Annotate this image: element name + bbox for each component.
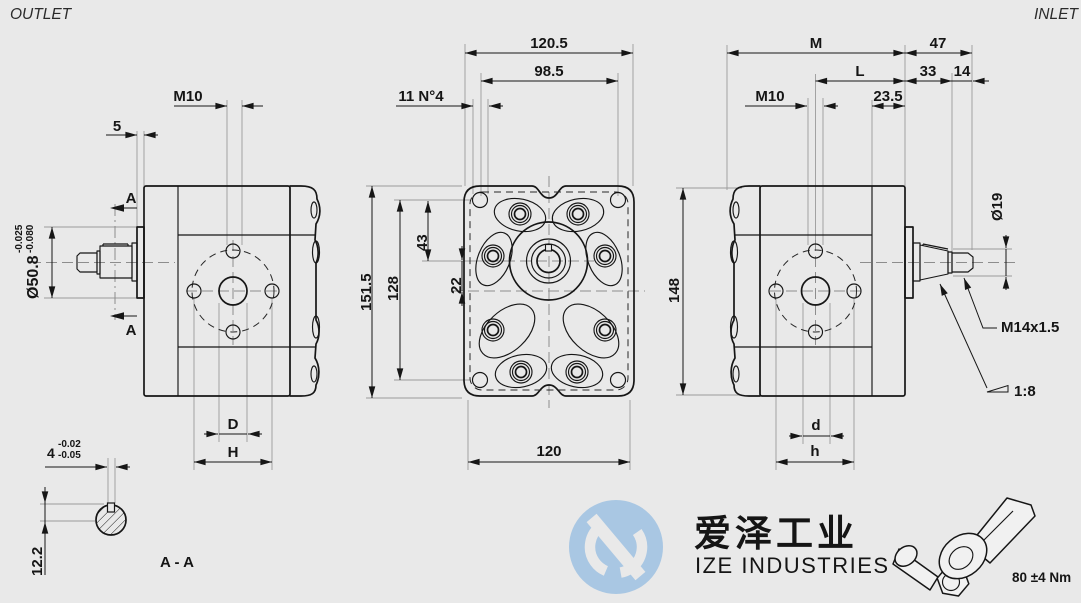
center-port-hole (218, 276, 248, 306)
dim-port-d: D (228, 416, 239, 433)
section-label: A - A (160, 554, 194, 571)
svg-text:128: 128 (385, 276, 402, 301)
outlet-dimensions: 5 M10 Ø50.8 -0.025 -0.080 A A D H (14, 88, 273, 466)
inlet-side-view: M 47 L 33 14 M10 23.5 148 Ø19 M14x1.5 (666, 35, 1059, 470)
dim-l: L (855, 63, 864, 80)
inlet-label: INLET (1034, 6, 1079, 23)
outlet-shaft (76, 226, 145, 299)
center-port-hole (800, 276, 831, 306)
dim-port-h-small: h (810, 443, 819, 460)
dim-120-5: 120.5 (530, 35, 568, 52)
dim-m10-outlet: M10 (173, 88, 202, 105)
dim-m: M (810, 35, 823, 52)
outlet-label: OUTLET (10, 6, 73, 23)
dim-23-5: 23.5 (873, 88, 902, 105)
dim-m10-inlet: M10 (755, 88, 784, 105)
dim-port-d-small: d (811, 417, 820, 434)
inlet-extension-lines (676, 45, 1015, 470)
dim-47: 47 (930, 35, 947, 52)
section-a-a: 4 -0.02 -0.05 12.2 A - A (29, 439, 194, 576)
svg-text:-0.025: -0.025 (14, 224, 25, 253)
svg-text:Ø19: Ø19 (989, 193, 1006, 221)
outlet-side-view: 5 M10 Ø50.8 -0.025 -0.080 A A D H (14, 88, 321, 470)
section-dimensions: 4 -0.02 -0.05 12.2 (29, 439, 130, 576)
inlet-bolt-pattern (768, 243, 862, 340)
dim-98-5: 98.5 (534, 63, 563, 80)
svg-text:43: 43 (414, 234, 431, 251)
section-mark-a-top: A (126, 190, 137, 207)
dim-corner-holes: 11 N°4 (398, 88, 444, 105)
svg-text:151.5: 151.5 (358, 273, 375, 311)
taper-symbol-icon (986, 384, 1009, 393)
threaded-shaft-end (951, 252, 974, 273)
dim-m14x1-5: M14x1.5 (1001, 319, 1059, 336)
front-dimensions: 120.5 98.5 11 N°4 151.5 128 43 22 120 (358, 35, 634, 466)
dim-128: 128 (385, 276, 402, 301)
svg-text:12.2: 12.2 (29, 547, 46, 576)
mounting-spigot (136, 226, 145, 299)
front-body-outline (463, 185, 635, 397)
outlet-bolt-pattern (186, 243, 280, 340)
outlet-extension-lines (30, 100, 282, 470)
wrench-head (938, 532, 988, 580)
watermark: 爱泽工业 IZE INDUSTRIES (569, 500, 890, 594)
dim-port-h: H (228, 444, 239, 461)
dim-120: 120 (536, 443, 561, 460)
key-tol-upper: -0.02 (58, 439, 81, 450)
svg-text:-0.080: -0.080 (25, 224, 36, 253)
keyway-slot (106, 502, 116, 513)
svg-text:22: 22 (448, 277, 465, 294)
section-extension-lines (40, 458, 116, 522)
front-corner-holes (471, 191, 627, 389)
gasket-contour (469, 191, 629, 391)
front-port-pockets (475, 197, 623, 389)
dim-148: 148 (666, 278, 683, 303)
dim-151-5: 151.5 (358, 273, 375, 311)
dim-14: 14 (954, 63, 971, 80)
torque-value: 80 ±4 Nm (1012, 570, 1071, 585)
inlet-shaft (904, 226, 974, 299)
section-mark-a-bottom: A (126, 322, 137, 339)
dim-5: 5 (113, 118, 121, 135)
front-extension-lines (366, 44, 645, 470)
tapered-shaft (919, 244, 949, 281)
dim-22: 22 (448, 277, 465, 294)
rear-cover-outline (289, 185, 321, 397)
svg-text:148: 148 (666, 278, 683, 303)
watermark-en-name: IZE INDUSTRIES (695, 553, 890, 578)
bore-keyway (544, 243, 553, 252)
dim-key-height: 12.2 (29, 547, 46, 576)
watermark-cn-name: 爱泽工业 (694, 513, 858, 554)
dim-spigot-diameter: Ø50.8 -0.025 -0.080 (14, 224, 42, 299)
dim-43: 43 (414, 234, 431, 251)
inlet-dimensions: M 47 L 33 14 M10 23.5 148 Ø19 M14x1.5 (666, 35, 1059, 466)
front-port-bolt-holes (481, 202, 617, 384)
front-view: 120.5 98.5 11 N°4 151.5 128 43 22 120 (358, 35, 645, 470)
ize-logo-slash-cut (586, 513, 646, 581)
rear-cover-outline (729, 185, 761, 397)
dim-33: 33 (920, 63, 937, 80)
svg-text:Ø50.8: Ø50.8 (25, 255, 42, 299)
key-tol-lower: -0.05 (58, 450, 81, 461)
dim-o19: Ø19 (989, 193, 1006, 221)
dim-taper-1-8: 1:8 (1014, 383, 1036, 400)
inlet-pump-body (729, 185, 906, 397)
dim-key-width: 4 (47, 445, 55, 461)
torque-wrench-illustration: 80 ±4 Nm (892, 497, 1071, 597)
